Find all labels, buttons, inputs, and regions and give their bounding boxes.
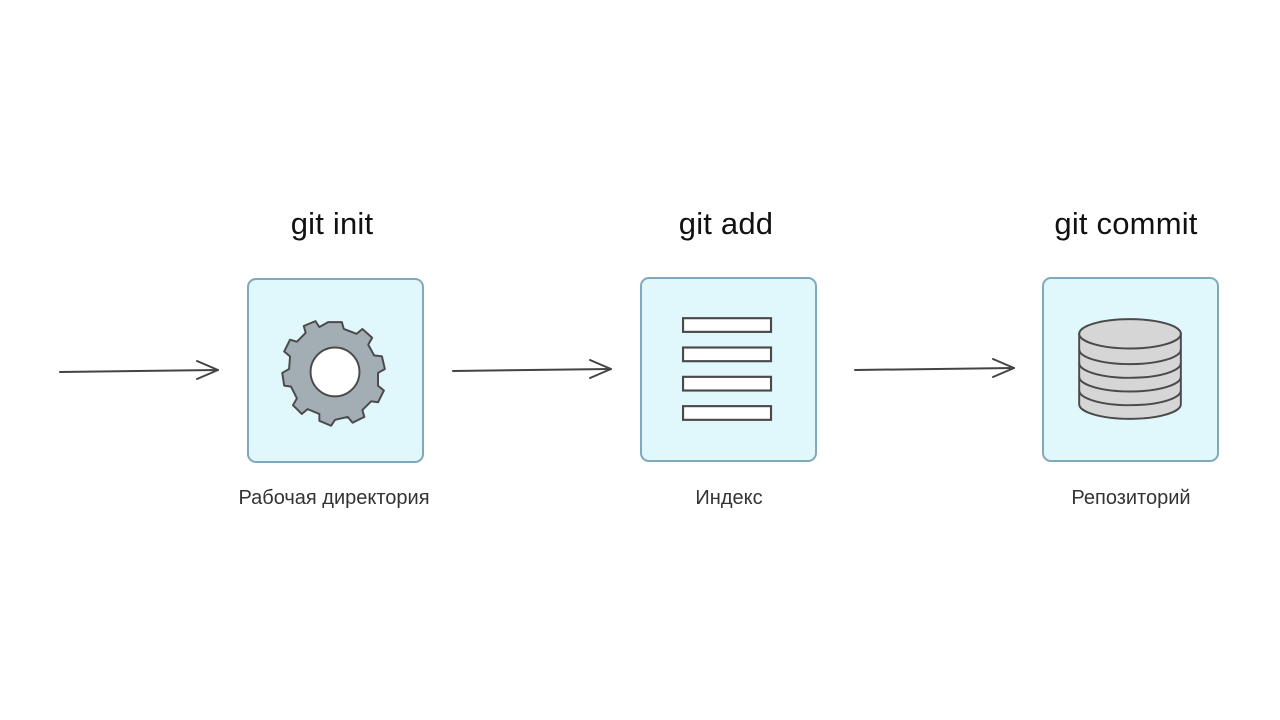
entry-arrow xyxy=(59,360,219,380)
gear-hole xyxy=(309,346,361,398)
list-icon xyxy=(681,317,773,421)
stage-command-commit: git commit xyxy=(1054,206,1198,241)
list-line xyxy=(681,405,773,421)
stage-caption-repository: Репозиторий xyxy=(1071,487,1191,509)
stage-command-init: git init xyxy=(290,206,374,241)
stage-command-add: git add xyxy=(678,206,774,241)
database-body xyxy=(1078,332,1182,420)
gear-icon xyxy=(281,320,386,427)
database-icon xyxy=(1078,318,1182,420)
stage-caption-working-directory: Рабочая директория xyxy=(238,487,430,509)
stage-caption-index: Индекс xyxy=(695,487,763,509)
database-ring xyxy=(1078,376,1182,393)
list-line xyxy=(681,346,773,363)
database-ring xyxy=(1078,390,1182,407)
stage-box-index xyxy=(640,277,817,462)
stage-box-repository xyxy=(1042,277,1219,462)
database-ring xyxy=(1078,349,1182,366)
list-line xyxy=(681,317,773,333)
stage-box-working-directory xyxy=(247,278,424,463)
database-top xyxy=(1078,318,1182,350)
arrow-add-to-commit xyxy=(854,358,1015,378)
arrow-init-to-add xyxy=(452,359,612,379)
database-ring xyxy=(1078,362,1182,379)
list-line xyxy=(681,375,773,392)
